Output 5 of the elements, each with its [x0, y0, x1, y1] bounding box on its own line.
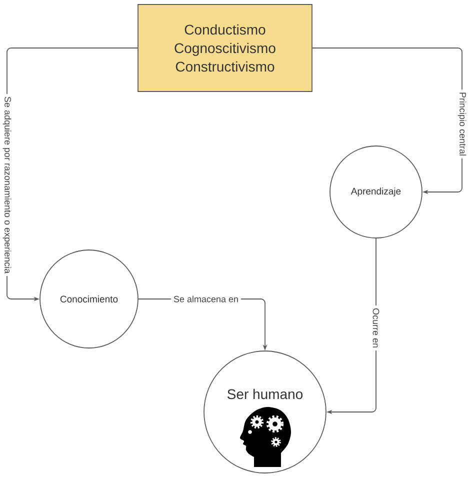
edge-label: Se adquiere por razonamiento o experiencia [0, 94, 14, 276]
theory-box: Conductismo Cognoscitivismo Constructivismo [138, 4, 312, 92]
edge-label: Principio central [455, 90, 469, 159]
edge-label: Ocurre en [370, 306, 382, 350]
edge-label: Se almacena en [170, 293, 242, 305]
